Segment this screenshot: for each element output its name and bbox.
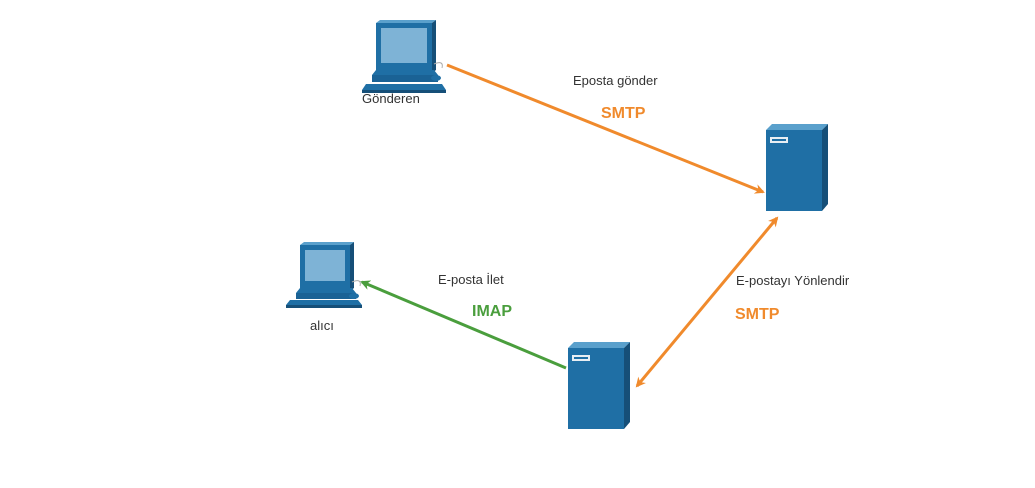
deliver-protocol-label: IMAP <box>472 303 512 320</box>
deliver-arrow <box>360 280 567 370</box>
forward-protocol-label: SMTP <box>735 306 780 323</box>
server-tower-icon <box>568 342 630 429</box>
send-arrow <box>446 63 765 194</box>
server-tower-icon <box>766 124 828 211</box>
forward-edge-label: E-postayı Yönlendir <box>736 273 850 288</box>
send-edge-label: Eposta gönder <box>573 73 658 88</box>
forward-arrow <box>635 216 779 388</box>
desktop-computer-icon <box>286 242 362 308</box>
desktop-computer-icon <box>362 20 446 93</box>
deliver-edge-label: E-posta İlet <box>438 272 504 287</box>
sender-label: Gönderen <box>362 91 420 106</box>
receiver-label: alıcı <box>310 318 334 333</box>
send-protocol-label: SMTP <box>601 105 646 122</box>
